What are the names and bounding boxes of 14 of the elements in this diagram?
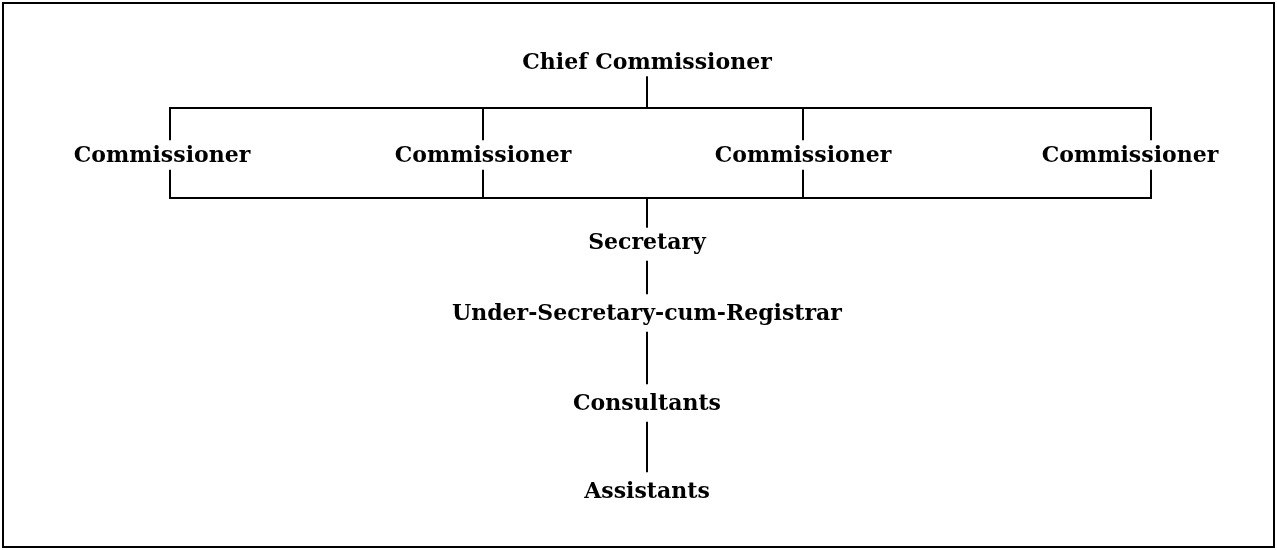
role-label: Commissioner [1039,140,1221,170]
role-label: Commissioner [712,140,894,170]
connector-line [646,168,1152,229]
role-label: Assistants [582,476,712,506]
connector-line [646,330,648,386]
role-label: Commissioner [71,140,253,170]
role-label: Chief Commissioner [520,47,774,77]
role-label: Commissioner [392,140,574,170]
connector-line [646,420,648,474]
role-label: Secretary [586,227,708,257]
role-label: Under-Secretary-cum-Registrar [450,298,844,328]
connector-line [646,75,1152,142]
connector-line [646,259,648,296]
role-label: Consultants [571,388,723,418]
